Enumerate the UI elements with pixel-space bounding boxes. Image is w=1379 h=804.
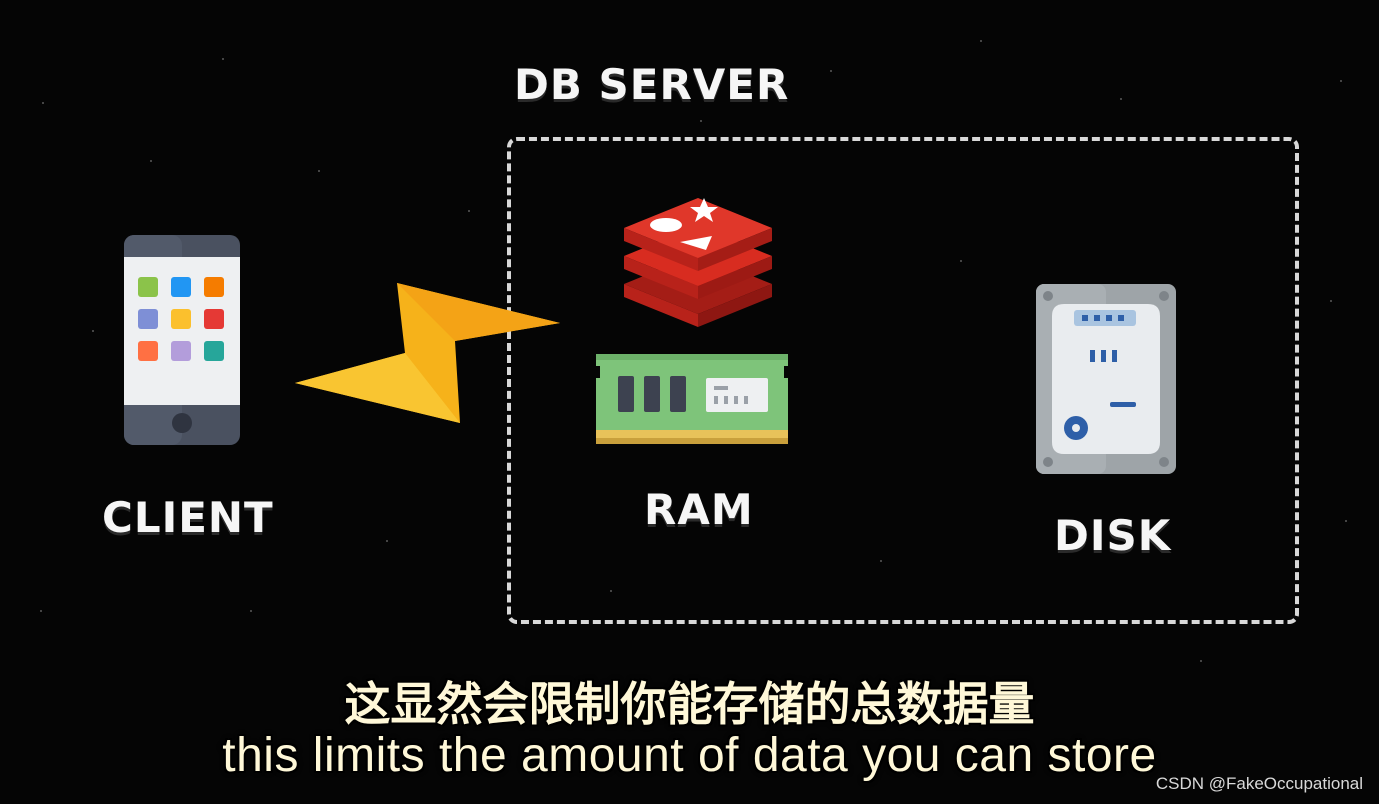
client-label: CLIENT — [102, 493, 274, 542]
redis-logo-icon — [620, 192, 776, 327]
db-server-title: DB SERVER — [514, 60, 789, 109]
watermark: CSDN @FakeOccupational — [1156, 774, 1363, 794]
ram-stick-icon — [594, 352, 790, 446]
smartphone-icon — [120, 233, 244, 447]
disk-label: DISK — [1054, 511, 1171, 560]
ram-label: RAM — [644, 485, 754, 534]
subtitle-chinese: 这显然会限制你能存储的总数据量 — [0, 668, 1379, 734]
hard-disk-icon — [1034, 282, 1178, 476]
lightning-bolt-icon — [295, 283, 560, 423]
